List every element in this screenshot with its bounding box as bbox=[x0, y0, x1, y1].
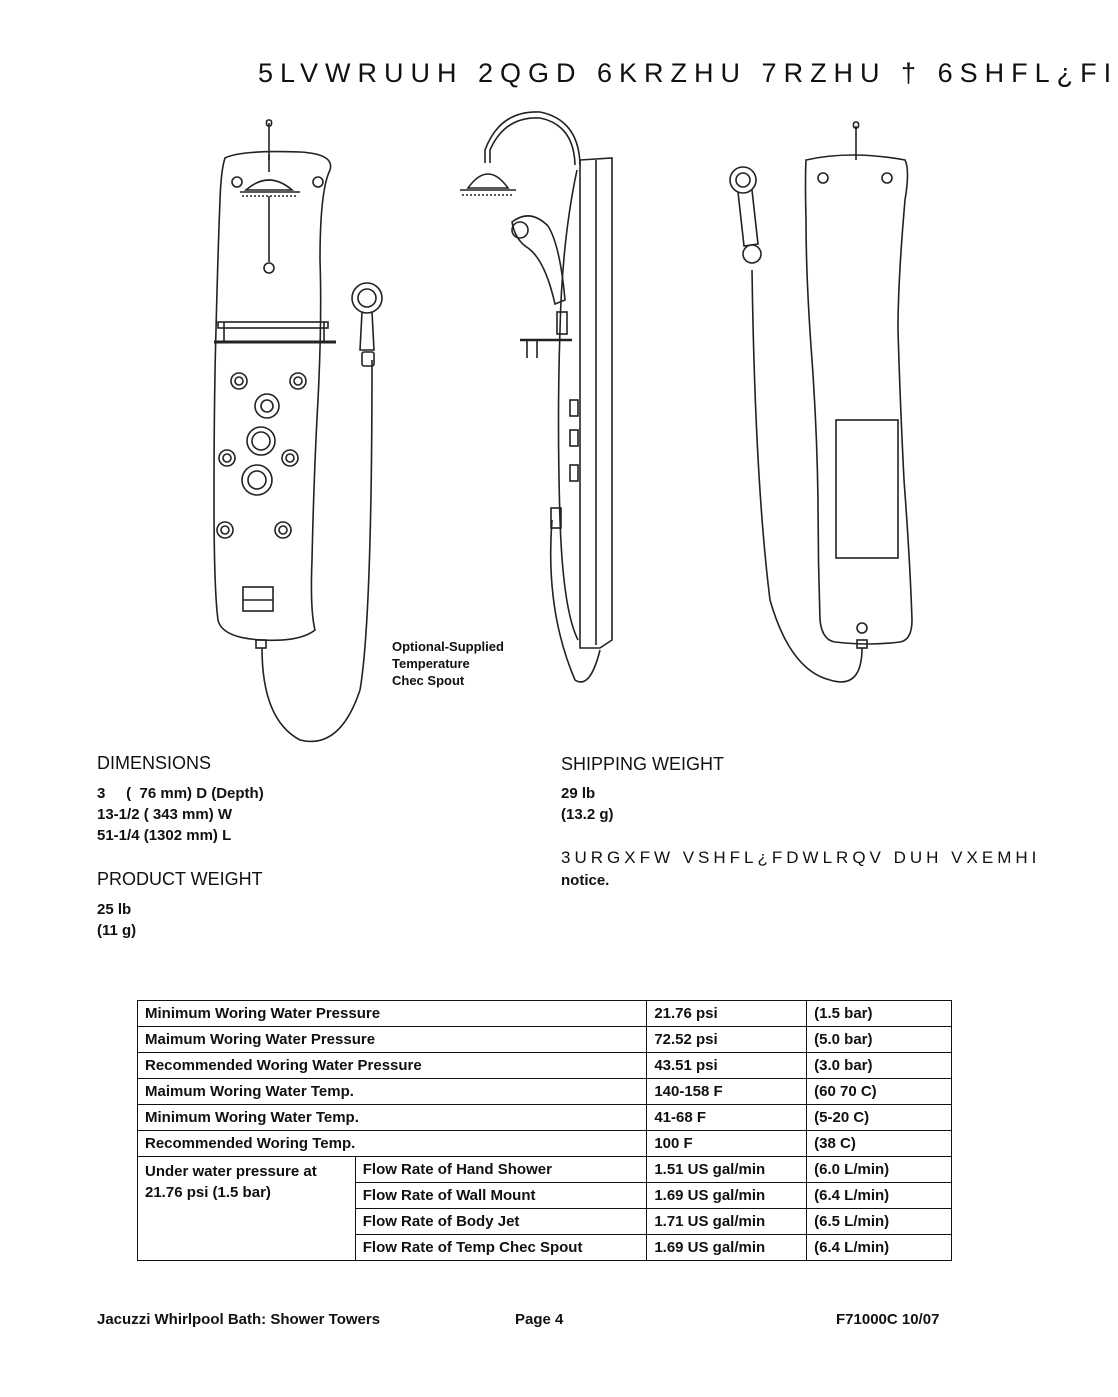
spec-value-us: 41-68 F bbox=[646, 1104, 808, 1131]
flow-row: Under water pressure at 21.76 psi (1.5 ba… bbox=[137, 1156, 952, 1261]
callout-line-1: Optional-Supplied bbox=[392, 639, 504, 654]
dimensions-width: 13-1/2 ( 343 mm) W bbox=[97, 806, 233, 823]
side-view-panel bbox=[460, 111, 613, 683]
flow-value-metric: (6.0 L/min) bbox=[806, 1156, 952, 1183]
spec-value-metric: (5-20 C) bbox=[806, 1104, 952, 1131]
callout-line-2: Temperature bbox=[392, 656, 470, 671]
shipping-weight-lb: 29 lb bbox=[561, 785, 596, 802]
shower-tower-drawings bbox=[213, 111, 913, 743]
spec-value-metric: (5.0 bar) bbox=[806, 1026, 952, 1053]
front-view-panel bbox=[213, 119, 383, 743]
shipping-weight-kg: (13.2 g) bbox=[561, 806, 614, 823]
product-weight-block: 25 lb (11 g) bbox=[97, 899, 136, 941]
flow-value-us: 1.71 US gal/min bbox=[646, 1208, 808, 1235]
flow-group-label-line-2: 21.76 psi (1.5 bar) bbox=[145, 1184, 271, 1201]
dimensions-block: 3 ( 76 mm) D (Depth) 13-1/2 ( 343 mm) W … bbox=[97, 783, 264, 846]
spec-value-us: 21.76 psi bbox=[646, 1000, 808, 1027]
spec-label: Minimum Woring Water Temp. bbox=[136, 1104, 648, 1131]
flow-label: Flow Rate of Wall Mount bbox=[354, 1182, 648, 1209]
spec-notice-line-1: 3URGXFW VSHFL¿FDWLRQV DUH VXEMHI bbox=[561, 848, 1041, 867]
dimensions-heading: DIMENSIONS bbox=[97, 753, 212, 773]
flow-value-metric: (6.4 L/min) bbox=[806, 1234, 952, 1261]
flow-value-metric: (6.5 L/min) bbox=[806, 1208, 952, 1235]
spec-row: Minimum Woring Water Temp.41-68 F(5-20 C… bbox=[136, 1104, 952, 1131]
spec-label: Minimum Woring Water Pressure bbox=[136, 1000, 648, 1027]
spec-label: Maimum Woring Water Temp. bbox=[136, 1078, 648, 1105]
spout-callout: Optional-Supplied Temperature Chec Spout bbox=[392, 638, 504, 689]
flow-value-metric: (6.4 L/min) bbox=[806, 1182, 952, 1209]
spec-row: Maimum Woring Water Temp.140-158 F(60 70… bbox=[136, 1078, 952, 1105]
spec-value-metric: (1.5 bar) bbox=[806, 1000, 952, 1027]
flow-value-us: 1.69 US gal/min bbox=[646, 1234, 808, 1261]
spec-value-us: 140-158 F bbox=[646, 1078, 808, 1105]
spec-label: Recommended Woring Water Pressure bbox=[136, 1052, 648, 1079]
spec-notice-line-2: notice. bbox=[561, 872, 610, 889]
spec-value-metric: (3.0 bar) bbox=[806, 1052, 952, 1079]
footer-doc-code: F71000C 10/07 bbox=[836, 1311, 940, 1328]
spec-value-us: 43.51 psi bbox=[646, 1052, 808, 1079]
flow-group-label-line-1: Under water pressure at bbox=[145, 1163, 317, 1180]
dimensions-length: 51-1/4 (1302 mm) L bbox=[97, 827, 232, 844]
spec-label: Recommended Woring Temp. bbox=[136, 1130, 648, 1157]
footer-page: Page 4 bbox=[515, 1311, 564, 1328]
product-weight-lb: 25 lb bbox=[97, 901, 132, 918]
back-view-panel bbox=[729, 121, 913, 683]
callout-line-3: Chec Spout bbox=[392, 673, 465, 688]
footer-title: Jacuzzi Whirlpool Bath: Shower Towers bbox=[97, 1311, 381, 1328]
shipping-weight-heading: SHIPPING WEIGHT bbox=[561, 754, 725, 774]
flow-value-us: 1.69 US gal/min bbox=[646, 1182, 808, 1209]
product-weight-heading: PRODUCT WEIGHT bbox=[97, 869, 263, 889]
flow-label: Flow Rate of Temp Chec Spout bbox=[354, 1234, 648, 1261]
spec-value-metric: (60 70 C) bbox=[806, 1078, 952, 1105]
dimensions-depth: 3 ( 76 mm) D (Depth) bbox=[97, 785, 264, 802]
flow-group-label: Under water pressure at 21.76 psi (1.5 ba… bbox=[137, 1156, 356, 1261]
spec-value-us: 72.52 psi bbox=[646, 1026, 808, 1053]
spec-value-metric: (38 C) bbox=[806, 1130, 952, 1157]
spec-label: Maimum Woring Water Pressure bbox=[136, 1026, 648, 1053]
flow-label: Flow Rate of Hand Shower bbox=[354, 1156, 648, 1183]
page-title: 5LVWRUUH 2QGD 6KRZHU 7RZHU † 6SHFL¿FI bbox=[258, 58, 1118, 88]
flow-label: Flow Rate of Body Jet bbox=[354, 1208, 648, 1235]
spec-value-us: 100 F bbox=[646, 1130, 808, 1157]
product-weight-kg: (11 g) bbox=[97, 922, 137, 939]
shipping-weight-block: 29 lb (13.2 g) bbox=[561, 783, 614, 825]
spec-row: Recommended Woring Temp.100 F(38 C) bbox=[136, 1130, 952, 1157]
flow-value-us: 1.51 US gal/min bbox=[646, 1156, 808, 1183]
